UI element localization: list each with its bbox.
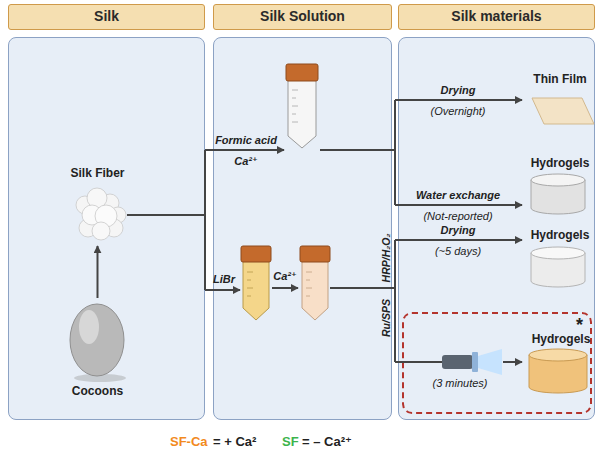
- panel-body: [213, 37, 392, 420]
- hydrogel-illustration: [529, 349, 587, 393]
- process-arrow: [205, 149, 284, 151]
- tube-illustration: [241, 246, 271, 320]
- item-label: Cocoons: [43, 384, 152, 398]
- process-line: [320, 100, 395, 205]
- cocoon-illustration: [70, 304, 126, 382]
- tube-cap: [286, 64, 318, 81]
- panel-heading: Silk materials: [398, 4, 595, 30]
- hydrogel-top: [531, 174, 585, 186]
- silk-fiber-illustration: [76, 188, 126, 240]
- process-arrow: [395, 204, 522, 206]
- process-arrow: [503, 361, 522, 363]
- fiber-tuft: [95, 205, 117, 227]
- process-line: [127, 150, 205, 290]
- hydrogel-item: Hydrogels: [527, 332, 595, 400]
- hydrogel-body: [531, 180, 585, 214]
- item-label: Hydrogels: [515, 332, 600, 346]
- process-arrow: [272, 287, 298, 289]
- tube-body: [288, 80, 316, 148]
- tube-graduation: [292, 90, 298, 122]
- process-arrow: [205, 289, 240, 291]
- key-definition: = + Ca²: [213, 434, 256, 449]
- hydrogel-body: [529, 355, 587, 393]
- hydrogel-item: Hydrogels: [525, 228, 595, 292]
- key-definition: = – Ca²⁺: [302, 434, 352, 449]
- hydrogel-illustration: [531, 247, 585, 287]
- hydrogel-body: [531, 253, 585, 287]
- tube-illustration: [300, 246, 330, 320]
- tube-body: [302, 261, 328, 320]
- thin-film-illustration: [532, 98, 594, 124]
- light-source-symbol: [442, 349, 502, 375]
- item-label: Hydrogels: [513, 156, 600, 170]
- key-term: SF: [282, 434, 299, 449]
- item-label: Silk Fiber: [43, 166, 152, 180]
- tube-graduation: [306, 272, 312, 296]
- cocoon-item: Cocoons: [55, 298, 140, 398]
- fiber-tuft: [101, 194, 119, 212]
- item-label: Hydrogels: [513, 228, 600, 242]
- tube-graduation: [247, 272, 253, 296]
- fiber-tuft: [92, 222, 110, 240]
- fiber-tuft: [82, 205, 102, 225]
- silk-fiber-item: Silk Fiber: [55, 166, 140, 246]
- fiber-tuft: [76, 196, 94, 214]
- tube-illustration: [286, 64, 318, 148]
- process-line: [330, 240, 442, 362]
- process-arrow: [395, 99, 522, 101]
- hydrogel-item: Hydrogels: [525, 156, 595, 220]
- process-arrow: [97, 246, 99, 298]
- connector-layer: [97, 246, 98, 298]
- cocoon-shell: [70, 304, 124, 376]
- light-beam: [478, 349, 502, 375]
- panel-heading: Silk Solution: [213, 4, 392, 30]
- cocoon-highlight: [79, 310, 99, 344]
- column-panel: Silk materialsThin FilmHydrogelsHydrogel…: [398, 4, 595, 420]
- lamp-head: [472, 352, 478, 372]
- lamp-body: [442, 355, 473, 369]
- hydrogel-top: [529, 349, 587, 361]
- column-panel: SilkSilk FiberCocoons: [8, 4, 205, 420]
- fiber-tuft: [79, 219, 97, 237]
- tube-cap: [300, 246, 330, 262]
- fiber-tuft: [87, 188, 107, 208]
- hydrogel-illustration: [531, 174, 585, 214]
- tube-cap: [241, 246, 271, 262]
- panel-heading: Silk: [8, 4, 205, 30]
- fiber-tuft: [110, 207, 126, 223]
- column-panel: Silk Solution: [213, 4, 392, 420]
- key-term: SF-Ca: [170, 434, 208, 449]
- fiber-tuft: [105, 219, 123, 237]
- item-label: Thin Film: [513, 72, 600, 86]
- highlight-box: *Hydrogels: [402, 312, 592, 414]
- panel-body: [8, 37, 205, 420]
- tube-body: [243, 261, 269, 320]
- cocoon-shadow: [74, 374, 126, 382]
- thin-film-item: Thin Film: [525, 72, 595, 130]
- process-arrow: [395, 239, 522, 241]
- hydrogel-top: [531, 247, 585, 259]
